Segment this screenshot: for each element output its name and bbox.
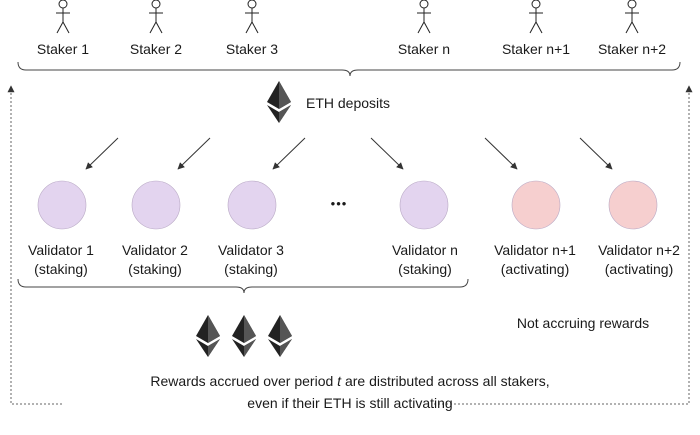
staking-validators-brace (17, 278, 469, 294)
eth-deposits-icon (267, 81, 291, 123)
validator-state-1: (staking) (34, 261, 88, 277)
rewards-period-variable: t (337, 373, 342, 389)
staker-label-n1: Staker n+1 (501, 41, 571, 57)
validator-name-3: Validator 3 (218, 242, 284, 258)
staker-figure-icon (529, 0, 543, 34)
feedback-loop (7, 85, 693, 405)
arrow-to-validator-n (370, 137, 404, 170)
arrow-to-validator-n1 (484, 137, 518, 170)
feedback-left-path (7, 85, 62, 405)
validator-name-n2: Validator n+2 (598, 242, 680, 258)
validator-name-n1: Validator n+1 (494, 242, 576, 258)
rewards-caption-suffix: are distributed across all stakers, (341, 373, 550, 389)
validator-name-2: Validator 2 (122, 242, 188, 258)
reward-eth-icon-2 (232, 315, 256, 357)
rewards-caption-prefix: Rewards accrued over period (150, 373, 338, 389)
not-accruing-rewards-label: Not accruing rewards (516, 315, 650, 331)
staker-label-n: Staker n (397, 41, 451, 57)
validator-state-2: (staking) (128, 261, 182, 277)
rewards-caption-line-1: Rewards accrued over period t are distri… (0, 372, 700, 390)
eth-deposits-label: ETH deposits (306, 95, 391, 111)
staker-figure-icon (56, 0, 70, 34)
feedback-right-path (434, 85, 693, 405)
validator-name-1: Validator 1 (28, 242, 94, 258)
arrow-to-validator-3 (272, 137, 306, 170)
staker-figures (56, 0, 639, 34)
reward-eth-icons (196, 315, 292, 357)
validator-state-n2: (activating) (604, 261, 674, 277)
validator-circle-6 (608, 180, 658, 230)
validator-circle-4 (399, 180, 449, 230)
validator-circle-5 (511, 180, 561, 230)
rewards-caption-line-2: even if their ETH is still activating (247, 395, 453, 411)
reward-eth-icon-1 (196, 315, 220, 357)
deposit-arrows (85, 137, 613, 170)
staker-figure-icon (245, 0, 259, 34)
validator-state-3: (staking) (224, 261, 278, 277)
arrow-to-validator-2 (177, 137, 211, 170)
validators-ellipsis: ••• (330, 196, 348, 211)
validator-name-n: Validator n (392, 242, 458, 258)
staker-figure-icon (625, 0, 639, 34)
arrow-to-validator-n2 (579, 137, 613, 170)
validator-circles (37, 180, 658, 230)
validator-circle-3 (227, 180, 277, 230)
staker-label-1: Staker 1 (36, 41, 90, 57)
validator-circle-1 (37, 180, 87, 230)
staker-label-2: Staker 2 (129, 41, 183, 57)
arrow-to-validator-1 (85, 137, 119, 170)
staker-figure-icon (417, 0, 431, 34)
validator-state-n1: (activating) (500, 261, 570, 277)
staker-figure-icon (149, 0, 163, 34)
reward-eth-icon-3 (268, 315, 292, 357)
stakers-brace (17, 61, 681, 77)
staker-label-n2: Staker n+2 (597, 41, 667, 57)
staker-label-3: Staker 3 (225, 41, 279, 57)
validator-circle-2 (131, 180, 181, 230)
validator-state-n: (staking) (398, 261, 452, 277)
